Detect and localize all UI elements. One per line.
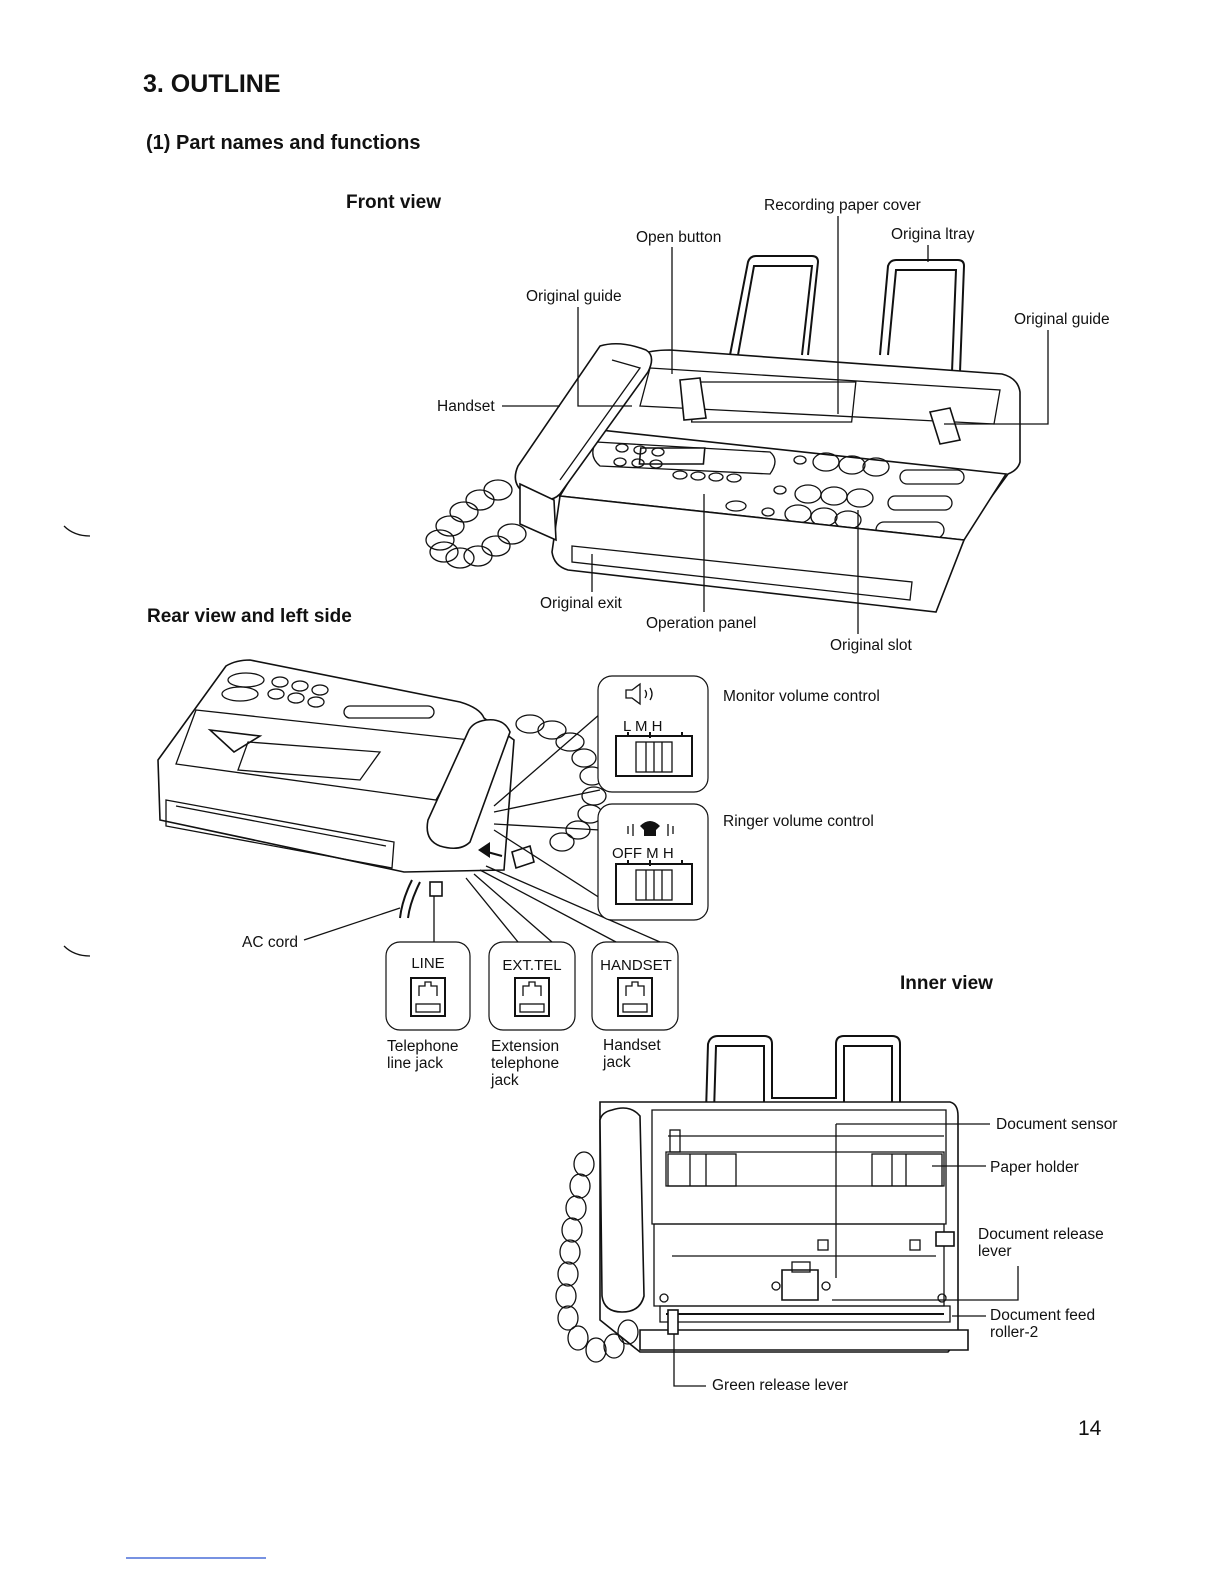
label-document-sensor: Document sensor <box>996 1116 1118 1133</box>
label-original-tray: Origina ltray <box>891 226 975 243</box>
label-handset: Handset <box>437 398 495 415</box>
label-original-exit: Original exit <box>540 595 622 612</box>
label-monitor-volume-control: Monitor volume control <box>723 688 880 705</box>
subsection-title: (1) Part names and functions <box>146 132 421 154</box>
jack-tag-line: LINE <box>411 955 444 972</box>
label-original-guide-right: Original guide <box>1014 311 1110 328</box>
jack-tag-ext-tel: EXT.TEL <box>502 957 561 974</box>
label-green-release-lever: Green release lever <box>712 1377 849 1394</box>
label-ac-cord: AC cord <box>242 934 298 951</box>
label-document-release-lever: Document release lever <box>978 1226 1104 1260</box>
front-view-heading: Front view <box>346 192 442 213</box>
caption-extension-telephone-jack: Extension telephone jack <box>491 1038 560 1089</box>
label-recording-paper-cover: Recording paper cover <box>764 197 921 214</box>
front-view-illustration <box>425 216 1049 634</box>
label-open-button: Open button <box>636 229 722 246</box>
ringer-switch-marks: OFF M H <box>612 845 674 862</box>
label-document-feed-roller: Document feed roller-2 <box>990 1307 1096 1341</box>
caption-telephone-line-jack: Telephone line jack <box>387 1038 459 1072</box>
label-operation-panel: Operation panel <box>646 615 757 632</box>
label-original-slot: Original slot <box>830 637 912 654</box>
rear-view-heading: Rear view and left side <box>147 606 352 627</box>
inner-view-illustration <box>555 1035 1019 1387</box>
page-number: 14 <box>1078 1417 1102 1440</box>
label-ringer-volume-control: Ringer volume control <box>723 813 874 830</box>
rear-view-illustration: L M H OFF M H LINE EXT.TEL HANDSET <box>157 659 709 1031</box>
label-paper-holder: Paper holder <box>990 1159 1079 1176</box>
jack-tag-handset: HANDSET <box>600 957 672 974</box>
caption-handset-jack: Handset jack <box>603 1037 661 1071</box>
label-original-guide-left: Original guide <box>526 288 622 305</box>
section-title: 3. OUTLINE <box>143 70 281 98</box>
monitor-switch-marks: L M H <box>623 718 662 735</box>
inner-view-heading: Inner view <box>900 973 993 994</box>
